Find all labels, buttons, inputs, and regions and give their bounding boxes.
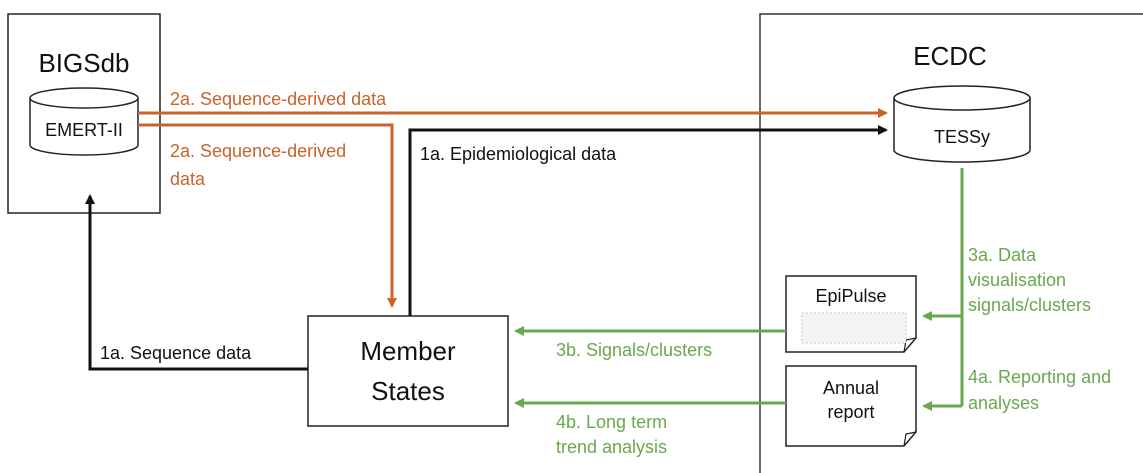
- flow-3a-label-line1: 3a. Data: [968, 245, 1037, 265]
- member-states-line2: States: [371, 376, 445, 406]
- flow-4b-label-line1: 4b. Long term: [556, 412, 667, 432]
- flow-4a-label-line1: 4a. Reporting and: [968, 367, 1111, 387]
- flow-3a-label-line3: signals/clusters: [968, 295, 1091, 315]
- emert-label: EMERT-II: [45, 120, 123, 140]
- flow-4b-label-line2: trend analysis: [556, 437, 667, 457]
- bigsdb-title: BIGSdb: [38, 48, 129, 78]
- annual-report-document-icon: [785, 365, 917, 447]
- flow-1a-seq-label: 1a. Sequence data: [100, 343, 252, 363]
- flow-1a-epi-label: 1a. Epidemiological data: [420, 144, 617, 164]
- tessy-database-icon: [893, 85, 1031, 163]
- flow-3b-label: 3b. Signals/clusters: [556, 340, 712, 360]
- emert-database-icon: [29, 87, 139, 156]
- flow-4a-label-line2: analyses: [968, 393, 1039, 413]
- arrow-1a-member-states-to-emert: [85, 194, 308, 371]
- member-states-box: [307, 315, 509, 427]
- flow-2a-mid-label-line2: data: [170, 169, 206, 189]
- flow-2a-top-label: 2a. Sequence-derived data: [170, 89, 387, 109]
- annual-report-label-line1: Annual: [823, 378, 879, 398]
- arrow-1a-member-states-to-tessy: [408, 125, 888, 316]
- arrow-2a-emert-to-member-states: [138, 123, 397, 308]
- epipulse-label: EpiPulse: [815, 286, 886, 306]
- member-states-line1: Member: [360, 336, 456, 366]
- epipulse-document-icon: [785, 275, 917, 353]
- flow-3a-label-line2: visualisation: [968, 270, 1066, 290]
- ecdc-title: ECDC: [913, 41, 987, 71]
- tessy-label: TESSy: [934, 127, 990, 147]
- flow-2a-mid-label-line1: 2a. Sequence-derived: [170, 141, 346, 161]
- annual-report-label-line2: report: [827, 402, 874, 422]
